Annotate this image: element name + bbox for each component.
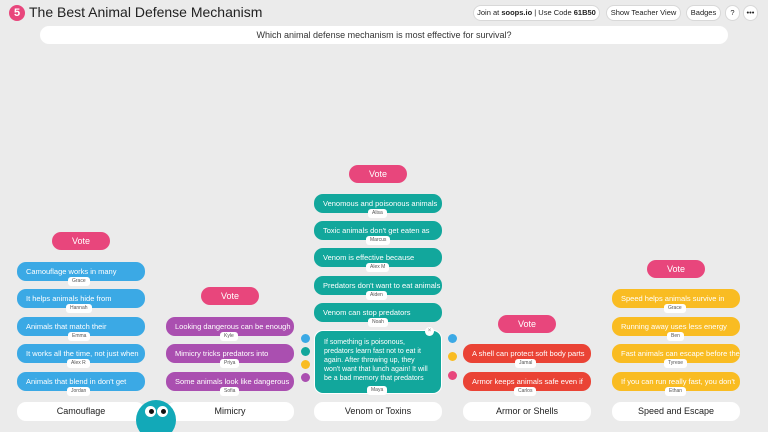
author-tag: Ethan — [665, 387, 687, 396]
author-tag: Carlos — [514, 387, 537, 396]
author-tag: Grace — [68, 277, 90, 286]
response-card[interactable]: Looking dangerous can be enough — [166, 317, 294, 336]
column-label-speed: Speed and Escape — [612, 402, 740, 421]
join-separator: | Use Code — [534, 8, 572, 17]
column-label-camouflage: Camouflage — [17, 402, 145, 421]
response-card[interactable]: Some animals look like dangerous — [166, 372, 294, 391]
header: 5 The Best Animal Defense Mechanism Join… — [0, 0, 768, 26]
expanded-response-card[interactable]: If something is poisonous, predators lea… — [314, 330, 442, 394]
author-tag: Maya — [367, 386, 388, 395]
author-tag: Tyrese — [664, 359, 688, 368]
response-card[interactable]: A shell can protect soft body parts — [463, 344, 591, 363]
author-tag: Priya — [220, 359, 240, 368]
column-label-armor: Armor or Shells — [463, 402, 591, 421]
author-tag: Noah — [368, 318, 388, 327]
author-tag: Sofia — [220, 387, 240, 396]
more-menu-button[interactable]: ••• — [743, 5, 758, 21]
response-card[interactable]: Running away uses less energy — [612, 317, 740, 336]
column-label-venom: Venom or Toxins — [314, 402, 442, 421]
mascot-pupil — [161, 409, 166, 414]
column-label-mimicry: Mimicry — [166, 402, 294, 421]
join-code: 61B50 — [573, 8, 596, 17]
response-card[interactable]: Armor keeps animals safe even if — [463, 372, 591, 391]
response-card[interactable]: If you can run really fast, you don't — [612, 372, 740, 391]
join-site: soops.io — [501, 8, 533, 17]
help-button[interactable]: ? — [725, 5, 740, 21]
app-logo: 5 — [9, 5, 25, 21]
author-tag: Jamal — [515, 359, 537, 368]
question-prompt: Which animal defense mechanism is most e… — [40, 26, 728, 44]
author-tag: Grace — [664, 304, 686, 313]
close-icon[interactable]: × — [425, 327, 434, 336]
question-icon[interactable] — [448, 371, 457, 380]
author-tag: Alisa — [368, 209, 387, 218]
vote-button-armor[interactable]: Vote — [498, 315, 556, 333]
badges-button[interactable]: Badges — [686, 5, 721, 21]
response-card[interactable]: Venom can stop predators — [314, 303, 442, 322]
response-card[interactable]: It works all the time, not just when — [17, 344, 145, 363]
like-icon[interactable] — [448, 334, 457, 343]
response-card[interactable]: Mimicry tricks predators into — [166, 344, 294, 363]
response-card[interactable]: Animals that blend in don't get — [17, 372, 145, 391]
response-card[interactable]: Venom is effective because — [314, 248, 442, 267]
show-teacher-view-button[interactable]: Show Teacher View — [606, 5, 681, 21]
response-card[interactable]: Camouflage works in many — [17, 262, 145, 281]
mascot-pupil — [149, 409, 154, 414]
join-prefix: Join at — [477, 8, 500, 17]
response-card[interactable]: Venomous and poisonous animals — [314, 194, 442, 213]
reaction-icon[interactable] — [301, 373, 310, 382]
activity-title: The Best Animal Defense Mechanism — [29, 4, 263, 20]
response-card[interactable]: Animals that match their — [17, 317, 145, 336]
vote-button-camouflage[interactable]: Vote — [52, 232, 110, 250]
response-card[interactable]: It helps animals hide from — [17, 289, 145, 308]
author-tag: Alex M — [366, 263, 390, 272]
mascot-icon — [136, 400, 176, 432]
idea-icon[interactable] — [448, 352, 457, 361]
response-card[interactable]: Toxic animals don't get eaten as — [314, 221, 442, 240]
vote-button-mimicry[interactable]: Vote — [201, 287, 259, 305]
author-tag: Aiden — [366, 291, 387, 300]
join-info-button[interactable]: Join at soops.io | Use Code 61B50 — [473, 5, 600, 21]
author-tag: Kyle — [220, 332, 238, 341]
response-card[interactable]: Predators don't want to eat animals — [314, 276, 442, 295]
mascot-eye — [157, 406, 168, 417]
author-tag: Emma — [68, 332, 91, 341]
vote-button-venom[interactable]: Vote — [349, 165, 407, 183]
response-card[interactable]: Speed helps animals survive in — [612, 289, 740, 308]
vote-button-speed[interactable]: Vote — [647, 260, 705, 278]
reaction-icon[interactable] — [301, 347, 310, 356]
reaction-icon[interactable] — [301, 334, 310, 343]
reaction-icon[interactable] — [301, 360, 310, 369]
response-card[interactable]: Fast animals can escape before the — [612, 344, 740, 363]
author-tag: Hannah — [66, 304, 92, 313]
author-tag: Ben — [667, 332, 684, 341]
author-tag: Alex R — [67, 359, 90, 368]
mascot-eye — [145, 406, 156, 417]
author-tag: Marcus — [366, 236, 391, 245]
author-tag: Jordan — [67, 387, 91, 396]
